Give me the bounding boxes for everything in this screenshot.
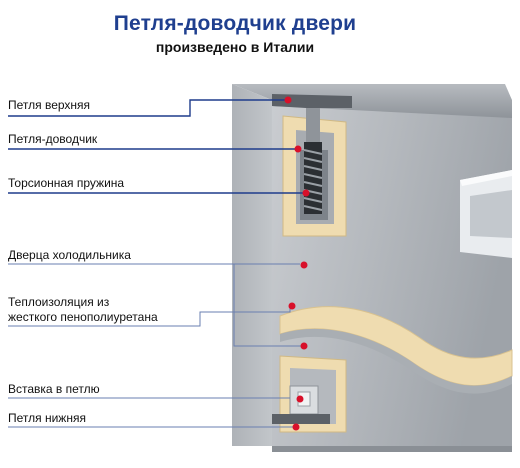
- marker-dots: [284, 96, 310, 431]
- cabinet-side-wall: [232, 84, 272, 446]
- hinge-insert: [289, 385, 319, 415]
- marker-closer-hinge: [294, 145, 302, 153]
- leader-top-hinge: [8, 99, 288, 117]
- label-bottom-hinge: Петля нижняя: [8, 411, 86, 425]
- leader-fridge-door: [8, 263, 303, 347]
- marker-torsion-spring: [302, 189, 310, 197]
- leader-insulation: [8, 304, 291, 327]
- marker-top-hinge: [284, 96, 292, 104]
- label-closer-hinge: Петля-доводчик: [8, 132, 98, 146]
- label-fridge-door: Дверца холодильника: [8, 248, 131, 262]
- torsion-spring: [303, 142, 323, 214]
- marker-insulation: [288, 302, 296, 310]
- leader-lines: [8, 99, 304, 194]
- top-hinge: [272, 94, 352, 144]
- page-subtitle: произведено в Италии: [155, 39, 315, 55]
- label-insulation-line2: жесткого пенополиуретана: [8, 310, 158, 324]
- marker-hinge-insert: [296, 395, 304, 403]
- marker-fridge-door-lower: [300, 342, 308, 350]
- bottom-hinge: [272, 414, 330, 424]
- label-hinge-insert: Вставка в петлю: [8, 382, 100, 396]
- marker-fridge-door: [300, 261, 308, 269]
- door-handle: [460, 170, 512, 258]
- label-top-hinge: Петля верхняя: [8, 98, 91, 112]
- marker-bottom-hinge: [292, 423, 300, 431]
- label-insulation-line1: Теплоизоляция из: [8, 295, 110, 309]
- page-title: Петля-доводчик двери: [113, 12, 357, 35]
- label-torsion-spring: Торсионная пружина: [8, 176, 125, 190]
